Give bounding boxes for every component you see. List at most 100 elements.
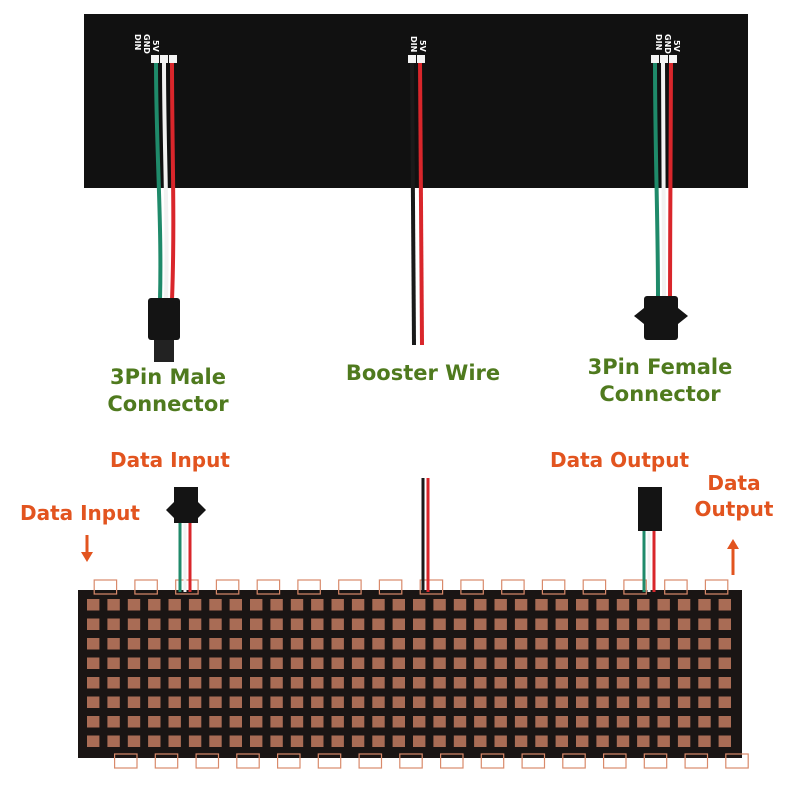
led-pixel <box>637 716 650 728</box>
led-pixel <box>107 638 120 650</box>
led-pixel <box>209 657 222 669</box>
led-pixel <box>698 599 711 611</box>
led-pixel <box>148 599 161 611</box>
serpentine-trace-bottom <box>725 753 749 769</box>
led-pixel <box>433 735 446 747</box>
led-pixel <box>555 618 568 630</box>
led-pixel <box>576 735 589 747</box>
led-pixel <box>616 657 630 669</box>
data-output-side-label: Data Output <box>684 470 784 522</box>
led-pixel <box>474 657 487 669</box>
led-pixel <box>250 716 263 728</box>
led-pixel <box>453 638 467 650</box>
led-pixel <box>290 599 304 611</box>
led-pixel <box>535 716 548 728</box>
led-pixel <box>596 657 609 669</box>
led-pixel <box>270 735 283 747</box>
led-pixel <box>331 638 344 650</box>
led-pixel <box>453 677 467 689</box>
serpentine-trace-bottom <box>684 753 709 769</box>
led-pixel <box>148 716 161 728</box>
led-pixel <box>555 677 568 689</box>
male-connector-label: 3Pin Male Connector <box>88 364 248 419</box>
led-pixel <box>392 696 405 708</box>
serpentine-trace-top <box>338 579 362 595</box>
led-pixel <box>87 696 100 708</box>
serpentine-trace-bottom <box>480 753 505 769</box>
led-pixel <box>311 657 324 669</box>
led-pixel <box>290 677 304 689</box>
led-pixel <box>596 677 609 689</box>
led-pixel <box>372 618 385 630</box>
right-pin-gnd-label: GND <box>663 34 672 54</box>
led-pixel <box>718 657 731 669</box>
led-pixel <box>209 735 222 747</box>
led-pixel <box>127 735 141 747</box>
led-pixel <box>168 677 181 689</box>
led-pixel <box>494 638 507 650</box>
pin-pads <box>151 55 677 63</box>
led-pixel <box>433 657 446 669</box>
right-pin-din-label: DIN <box>654 34 663 51</box>
led-pixel <box>718 618 731 630</box>
led-pixel <box>392 599 405 611</box>
bottom-input-wires <box>166 487 206 592</box>
booster-wire <box>410 61 424 346</box>
led-pixel <box>657 677 670 689</box>
led-pixel <box>270 657 283 669</box>
led-pixel <box>127 677 141 689</box>
male-connector-icon <box>148 298 180 362</box>
led-pixel <box>372 735 385 747</box>
serpentine-trace-bottom <box>521 753 546 769</box>
led-pixel <box>372 716 385 728</box>
led-pixel <box>209 716 222 728</box>
led-pixel <box>107 657 120 669</box>
led-pixel <box>229 677 242 689</box>
left-pin-gnd-label: GND <box>142 34 151 54</box>
led-pixel <box>148 677 161 689</box>
led-pixel <box>576 657 589 669</box>
led-pixel <box>637 638 650 650</box>
led-pixel <box>494 696 507 708</box>
led-pixel <box>229 735 242 747</box>
bottom-booster-wire <box>421 478 430 592</box>
serpentine-trace-bottom <box>562 753 586 769</box>
led-pixel <box>433 599 446 611</box>
led-pixel <box>718 599 731 611</box>
led-pixel <box>474 716 487 728</box>
led-pixel <box>168 618 181 630</box>
led-pixel <box>392 657 405 669</box>
serpentine-trace-top <box>256 579 281 595</box>
serpentine-trace-bottom <box>440 753 464 769</box>
led-pixel <box>188 735 202 747</box>
led-pixel <box>596 716 609 728</box>
led-pixel <box>698 638 711 650</box>
left-wire-bundle <box>154 61 176 301</box>
female-connector-label-line2: Connector <box>599 382 721 407</box>
led-pixel <box>555 638 568 650</box>
led-pixel <box>250 638 263 650</box>
led-pixel <box>616 716 630 728</box>
led-pixel <box>127 657 141 669</box>
led-pixel <box>351 638 365 650</box>
led-pixel <box>168 657 181 669</box>
led-pixel <box>433 618 446 630</box>
led-pixel <box>453 657 467 669</box>
led-pixel <box>351 657 365 669</box>
led-pixel <box>718 638 731 650</box>
led-pixel <box>413 599 426 611</box>
led-pixel <box>148 735 161 747</box>
led-pixel <box>351 735 365 747</box>
serpentine-trace-bottom <box>399 753 423 769</box>
booster-wire-label: Booster Wire <box>345 361 501 385</box>
led-pixel <box>372 657 385 669</box>
serpentine-trace-bottom <box>602 753 627 769</box>
led-pixel <box>127 716 141 728</box>
led-pixel <box>474 599 487 611</box>
led-pixel <box>474 638 487 650</box>
led-pixel <box>677 716 691 728</box>
led-pixel <box>127 638 141 650</box>
led-pixel <box>87 735 100 747</box>
led-pixel <box>698 696 711 708</box>
led-pixel <box>474 696 487 708</box>
